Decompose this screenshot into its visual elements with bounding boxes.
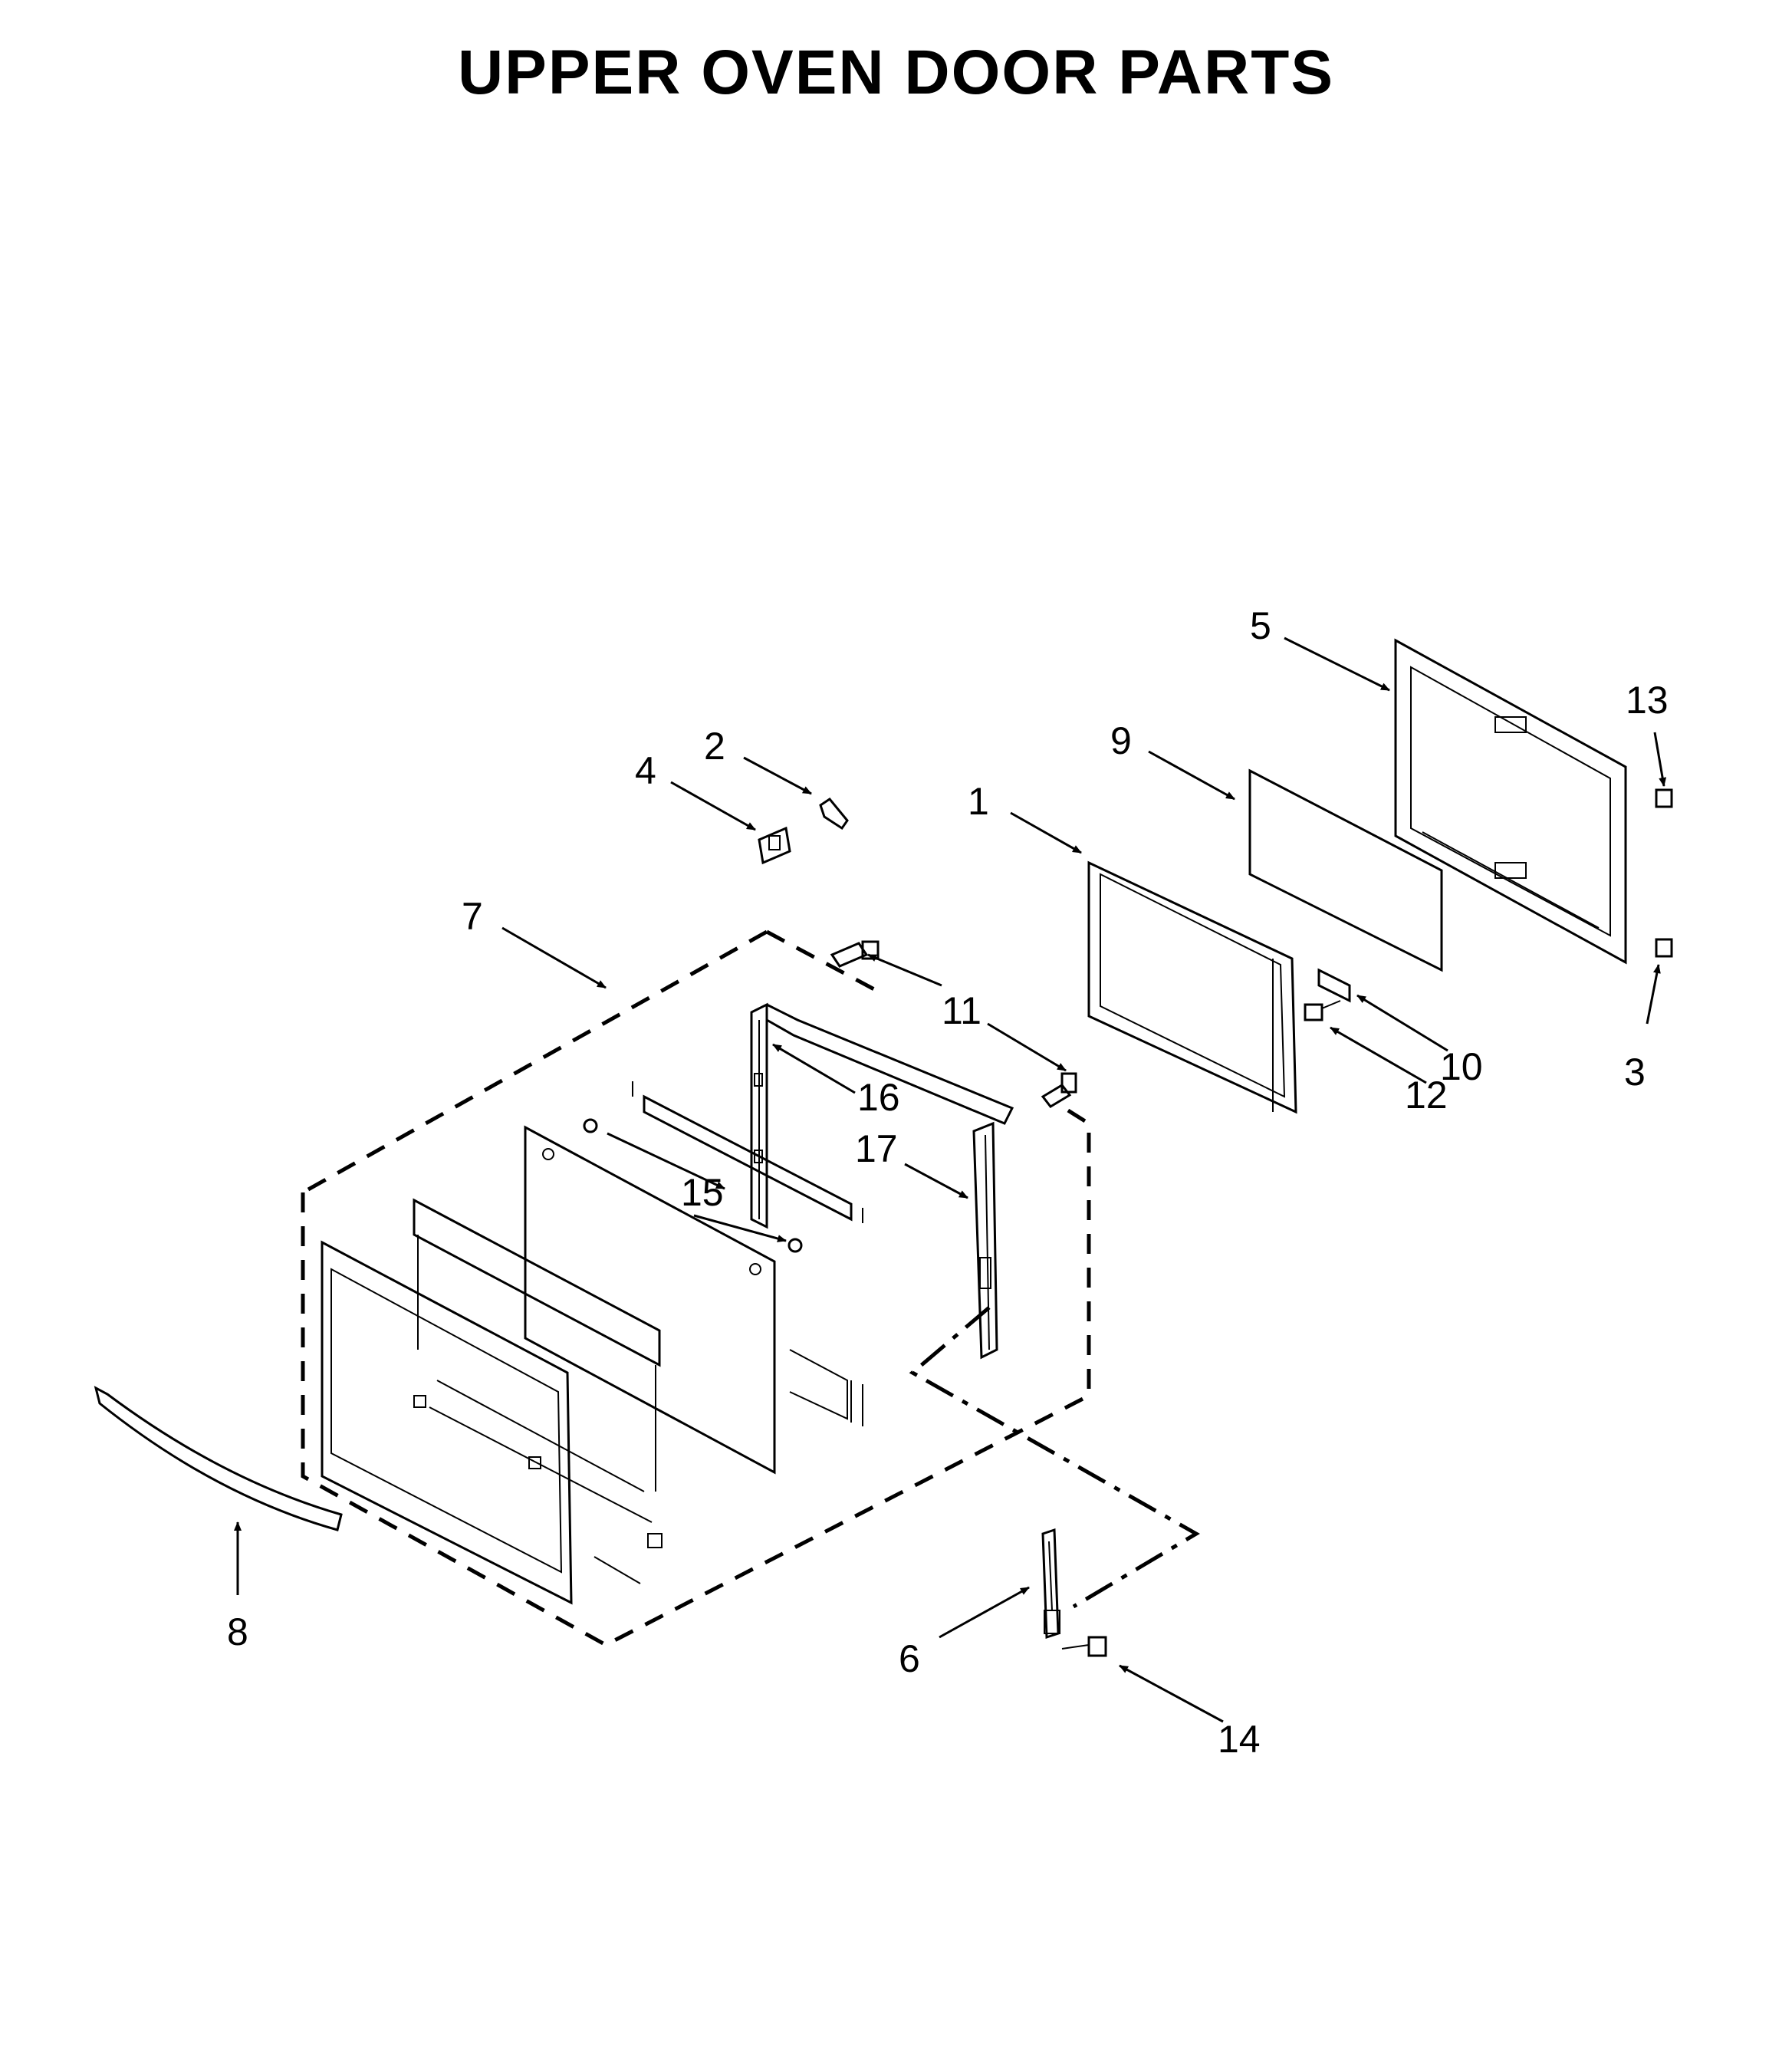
callout-12: 12 — [1405, 1074, 1448, 1117]
callout-14: 14 — [1218, 1718, 1261, 1761]
callout-13: 13 — [1626, 679, 1669, 722]
callout-1: 1 — [968, 780, 989, 823]
part-14-screw — [1061, 1636, 1107, 1657]
callout-15: 15 — [681, 1171, 724, 1214]
glass-bracket-frame — [413, 1198, 663, 1584]
callout-16: 16 — [857, 1076, 900, 1119]
part-9-glass-panel — [1248, 768, 1443, 972]
part-11-screw-bottom — [1041, 1072, 1077, 1108]
callout-4: 4 — [635, 749, 656, 792]
part-10-bracket — [1317, 968, 1351, 1003]
inner-door-glass — [524, 1125, 863, 1475]
part-16-door-frame — [750, 1002, 1014, 1229]
callout-17: 17 — [855, 1127, 898, 1170]
part-11-screw-top — [830, 940, 880, 968]
diagram-title: UPPER OVEN DOOR PARTS — [457, 38, 1335, 107]
part-13-screw — [1655, 788, 1673, 808]
part-12-screw — [1304, 1000, 1341, 1021]
part-3-screw — [1655, 938, 1673, 958]
part-4-clip — [758, 826, 791, 865]
glass-strip — [632, 1081, 863, 1223]
part-15-grommet-top — [583, 1118, 598, 1133]
part-17-side-channel — [972, 1121, 998, 1360]
part-2-bracket — [819, 797, 849, 831]
part-6-hinge — [1041, 1528, 1060, 1640]
callout-9: 9 — [1110, 719, 1132, 762]
hinge-connection-line — [909, 1306, 1200, 1609]
callout-11: 11 — [942, 989, 981, 1032]
outer-door-panel — [321, 1240, 653, 1605]
callout-10: 10 — [1440, 1045, 1483, 1088]
callout-7: 7 — [462, 895, 483, 938]
callout-3: 3 — [1624, 1051, 1646, 1094]
part-8-handle-trim — [94, 1386, 343, 1531]
part-1-inner-frame — [1087, 860, 1297, 1114]
part-5-rear-frame — [1394, 638, 1627, 965]
callout-6: 6 — [899, 1637, 920, 1680]
leader-lines — [234, 636, 1667, 1723]
callout-8: 8 — [227, 1610, 248, 1653]
callout-2: 2 — [704, 725, 725, 768]
part-15-grommet-bottom — [787, 1238, 803, 1253]
door-assembly-outline — [301, 929, 1091, 1647]
callout-5: 5 — [1250, 604, 1271, 647]
